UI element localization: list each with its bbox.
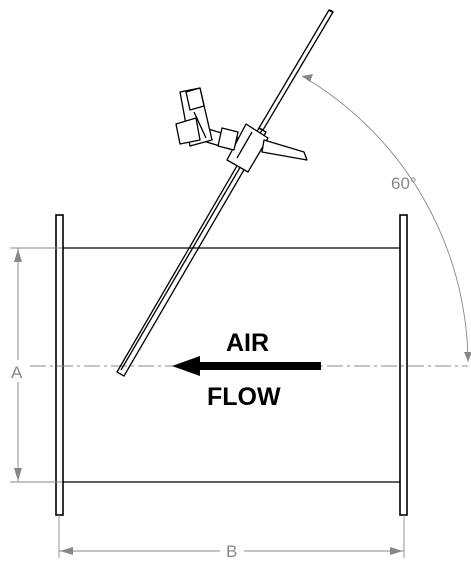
quadrant-lever	[261, 139, 308, 161]
dim-b-label: B	[226, 542, 237, 561]
right-flange	[399, 214, 408, 516]
air-label: AIR	[226, 329, 269, 357]
duct-body	[62, 247, 404, 483]
flow-arrow-shaft	[196, 362, 321, 370]
angle-arrow-top	[302, 74, 313, 82]
angle-arc	[301, 75, 469, 363]
dim-a-arrow-top	[14, 249, 22, 262]
quadrant-slot	[236, 131, 253, 159]
angle-arrow-bottom	[464, 352, 471, 362]
damper-blade	[116, 9, 334, 377]
dim-b-arrow-left	[60, 547, 73, 555]
angle-label: 60°	[391, 174, 417, 193]
dim-b-arrow-right	[390, 547, 403, 555]
flow-arrow-head	[172, 356, 200, 376]
knob-detail	[193, 111, 207, 139]
arrow-left-icon	[172, 356, 321, 376]
height-dimension	[10, 247, 62, 483]
length-dimension	[58, 515, 405, 558]
angle-dimension	[301, 74, 471, 363]
knob-nut	[217, 127, 239, 151]
dim-a-label: A	[11, 363, 23, 382]
locking-quadrant	[226, 123, 308, 173]
rod-tip	[328, 9, 334, 13]
operating-rod	[258, 9, 334, 131]
left-flange	[55, 214, 64, 516]
hand-knob-icon	[175, 87, 239, 151]
dim-a-arrow-bottom	[14, 468, 22, 481]
knob-wing-top	[185, 87, 205, 111]
blade-inner-line	[120, 129, 263, 371]
blade-plate	[116, 127, 267, 377]
flow-label: FLOW	[207, 383, 281, 411]
knob-wing-bottom	[175, 117, 201, 145]
